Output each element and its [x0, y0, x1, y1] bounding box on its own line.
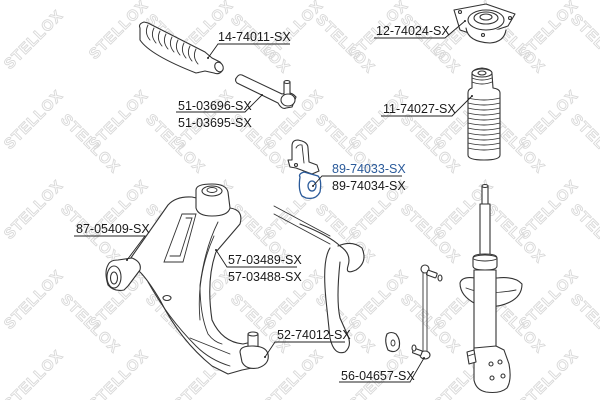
label-51-03696-sx: 51-03696-SX: [178, 99, 252, 113]
tie-rod-end: [234, 74, 297, 109]
label-12-74024-sx: 12-74024-SX: [376, 24, 450, 38]
svg-text:STELLOX: STELLOX: [567, 11, 600, 77]
strut-mount: [453, 3, 516, 44]
svg-text:STELLOX: STELLOX: [86, 347, 152, 400]
label-14-74011-sx: 14-74011-SX: [218, 30, 291, 44]
label-89-74033-sx[interactable]: 89-74033-SX: [332, 162, 406, 176]
label-56-04657-sx: 56-04657-SX: [341, 369, 415, 383]
stabilizer-bar: [273, 205, 401, 354]
label-87-05409-sx: 87-05409-SX: [76, 222, 150, 236]
tie-rod-boot: [138, 21, 224, 75]
stabilizer-bushing: [287, 139, 322, 200]
svg-text:STELLOX: STELLOX: [567, 291, 600, 357]
label-57-03489-sx: 57-03489-SX: [228, 253, 302, 267]
control-arm-bushing: [105, 257, 141, 291]
shock-absorber-strut: [459, 183, 523, 394]
svg-text:STELLOX: STELLOX: [1, 87, 67, 153]
svg-text:STELLOX: STELLOX: [86, 87, 152, 153]
label-51-03695-sx: 51-03695-SX: [178, 116, 252, 130]
bump-stop-boot: [467, 67, 501, 161]
stabilizer-link: [411, 264, 443, 360]
label-11-74027-sx: 11-74027-SX: [383, 102, 456, 116]
svg-text:STELLOX: STELLOX: [567, 201, 600, 267]
svg-text:STELLOX: STELLOX: [1, 347, 67, 400]
ball-joint: [239, 331, 269, 369]
svg-text:STELLOX: STELLOX: [516, 0, 582, 63]
svg-text:STELLOX: STELLOX: [516, 347, 582, 400]
svg-text:STELLOX: STELLOX: [261, 347, 327, 400]
svg-text:STELLOX: STELLOX: [567, 111, 600, 177]
svg-text:STELLOX: STELLOX: [1, 177, 67, 243]
label-89-74034-sx: 89-74034-SX: [332, 179, 406, 193]
label-57-03488-sx: 57-03488-SX: [228, 270, 302, 284]
svg-text:STELLOX: STELLOX: [1, 267, 67, 333]
control-arm: [127, 183, 260, 375]
label-52-74012-sx: 52-74012-SX: [277, 328, 351, 342]
svg-text:STELLOX: STELLOX: [1, 7, 67, 73]
